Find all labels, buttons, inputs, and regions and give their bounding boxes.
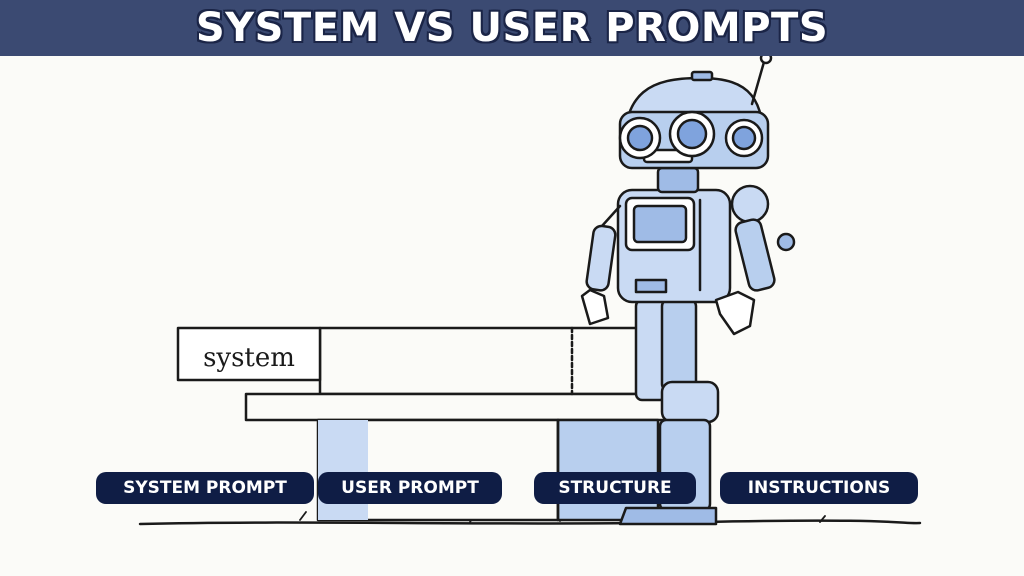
title-banner: SYSTEM VS USER PROMPTS xyxy=(0,0,1024,56)
label-instructions: INSTRUCTIONS xyxy=(720,472,918,504)
page-title: SYSTEM VS USER PROMPTS xyxy=(195,5,829,51)
label-user-prompt: USER PROMPT xyxy=(318,472,502,504)
label-structure: STRUCTURE xyxy=(534,472,696,504)
sign-label: system xyxy=(203,343,295,373)
label-system-prompt: SYSTEM PROMPT xyxy=(96,472,314,504)
robot-illustration xyxy=(138,56,922,526)
